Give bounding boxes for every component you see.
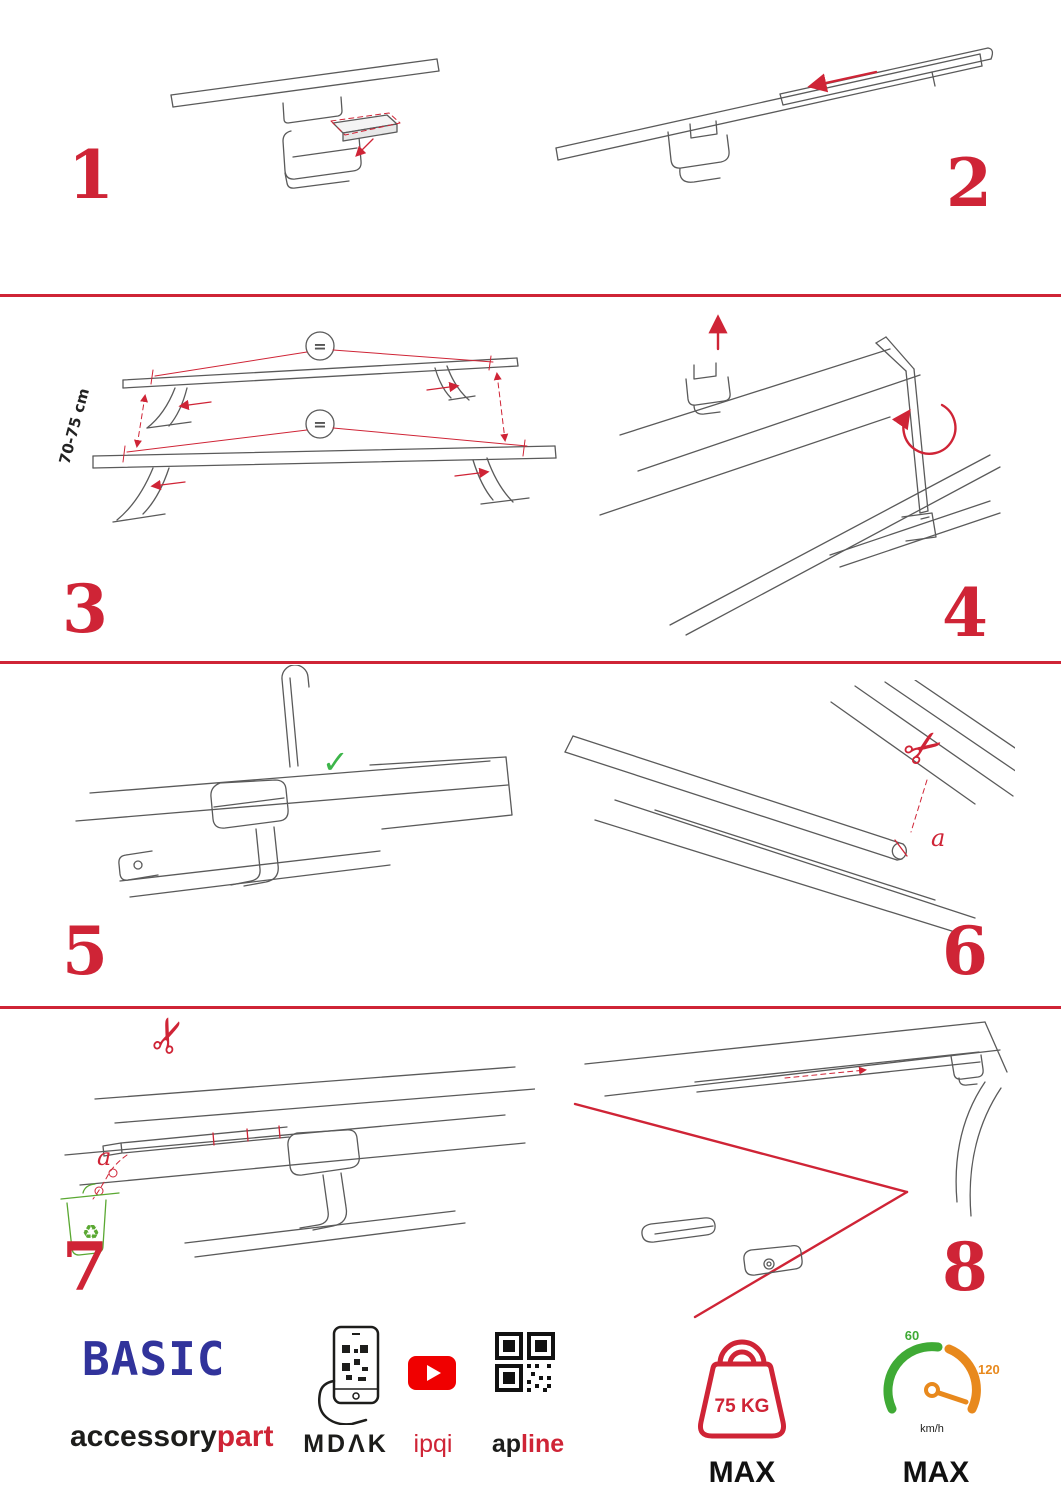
check-mark: ✓: [322, 743, 349, 781]
qr-code: [495, 1332, 555, 1392]
brand-accessory: accessory: [70, 1420, 217, 1453]
step8-number: 8: [942, 1228, 988, 1306]
logo-apline: apline: [478, 1430, 578, 1459]
speed-high-label: 120: [978, 1362, 1000, 1377]
measure-label: 70-75 cm: [55, 386, 93, 466]
step7-illustration: ✂ a ♻: [60, 1015, 535, 1258]
step2-number: 2: [946, 144, 992, 222]
equal-sign-upper: =: [313, 337, 326, 356]
speed-unit-label: km/h: [920, 1423, 944, 1435]
label-a: a: [97, 1143, 111, 1171]
step2-illustration: [555, 47, 994, 183]
step5-number: 5: [62, 912, 108, 990]
step8-illustration: [573, 1021, 1008, 1319]
weight-value: 75 KG: [715, 1396, 770, 1417]
phone-scan-icon: [318, 1325, 380, 1425]
section-divider-3: [0, 1006, 1061, 1009]
max-weight-icon: 75 KG: [698, 1339, 786, 1439]
weight-max-label: MAX: [708, 1456, 776, 1489]
step3-illustration: = = 70-75 cm: [55, 331, 557, 523]
step4-illustration: [599, 314, 1001, 636]
step3-number: 3: [62, 570, 108, 648]
step5-illustration: ✓: [75, 665, 513, 898]
step1-number: 1: [68, 136, 114, 214]
step1-illustration: [170, 58, 440, 189]
section-divider-2: [0, 661, 1061, 664]
step6-illustration: ✂ a: [564, 680, 1015, 933]
brand-accessorypart: accessorypart: [70, 1420, 273, 1454]
step7-number: 7: [62, 1228, 108, 1306]
youtube-icon: [408, 1356, 456, 1390]
brand-basic: BASIC: [82, 1332, 226, 1386]
section-divider-1: [0, 294, 1061, 297]
step6-number: 6: [942, 912, 988, 990]
speed-low-label: 60: [905, 1328, 919, 1343]
logo-ipqi: ipqi: [413, 1430, 453, 1458]
equal-sign-lower: =: [313, 415, 326, 434]
label-a: a: [931, 824, 945, 852]
brand-part: part: [216, 1420, 274, 1453]
logo-apline-ap: ap: [491, 1430, 522, 1458]
max-speed-icon: 60 120 km/h: [883, 1328, 1000, 1435]
logo-apline-line: line: [521, 1430, 565, 1458]
scissors-icon: ✂: [137, 1015, 201, 1063]
logo-mdak: MDΛK: [303, 1430, 389, 1458]
scissors-icon: ✂: [892, 715, 955, 781]
recycle-icon: ♻: [82, 1220, 100, 1244]
speed-max-label: MAX: [902, 1456, 970, 1489]
step4-number: 4: [942, 574, 988, 652]
